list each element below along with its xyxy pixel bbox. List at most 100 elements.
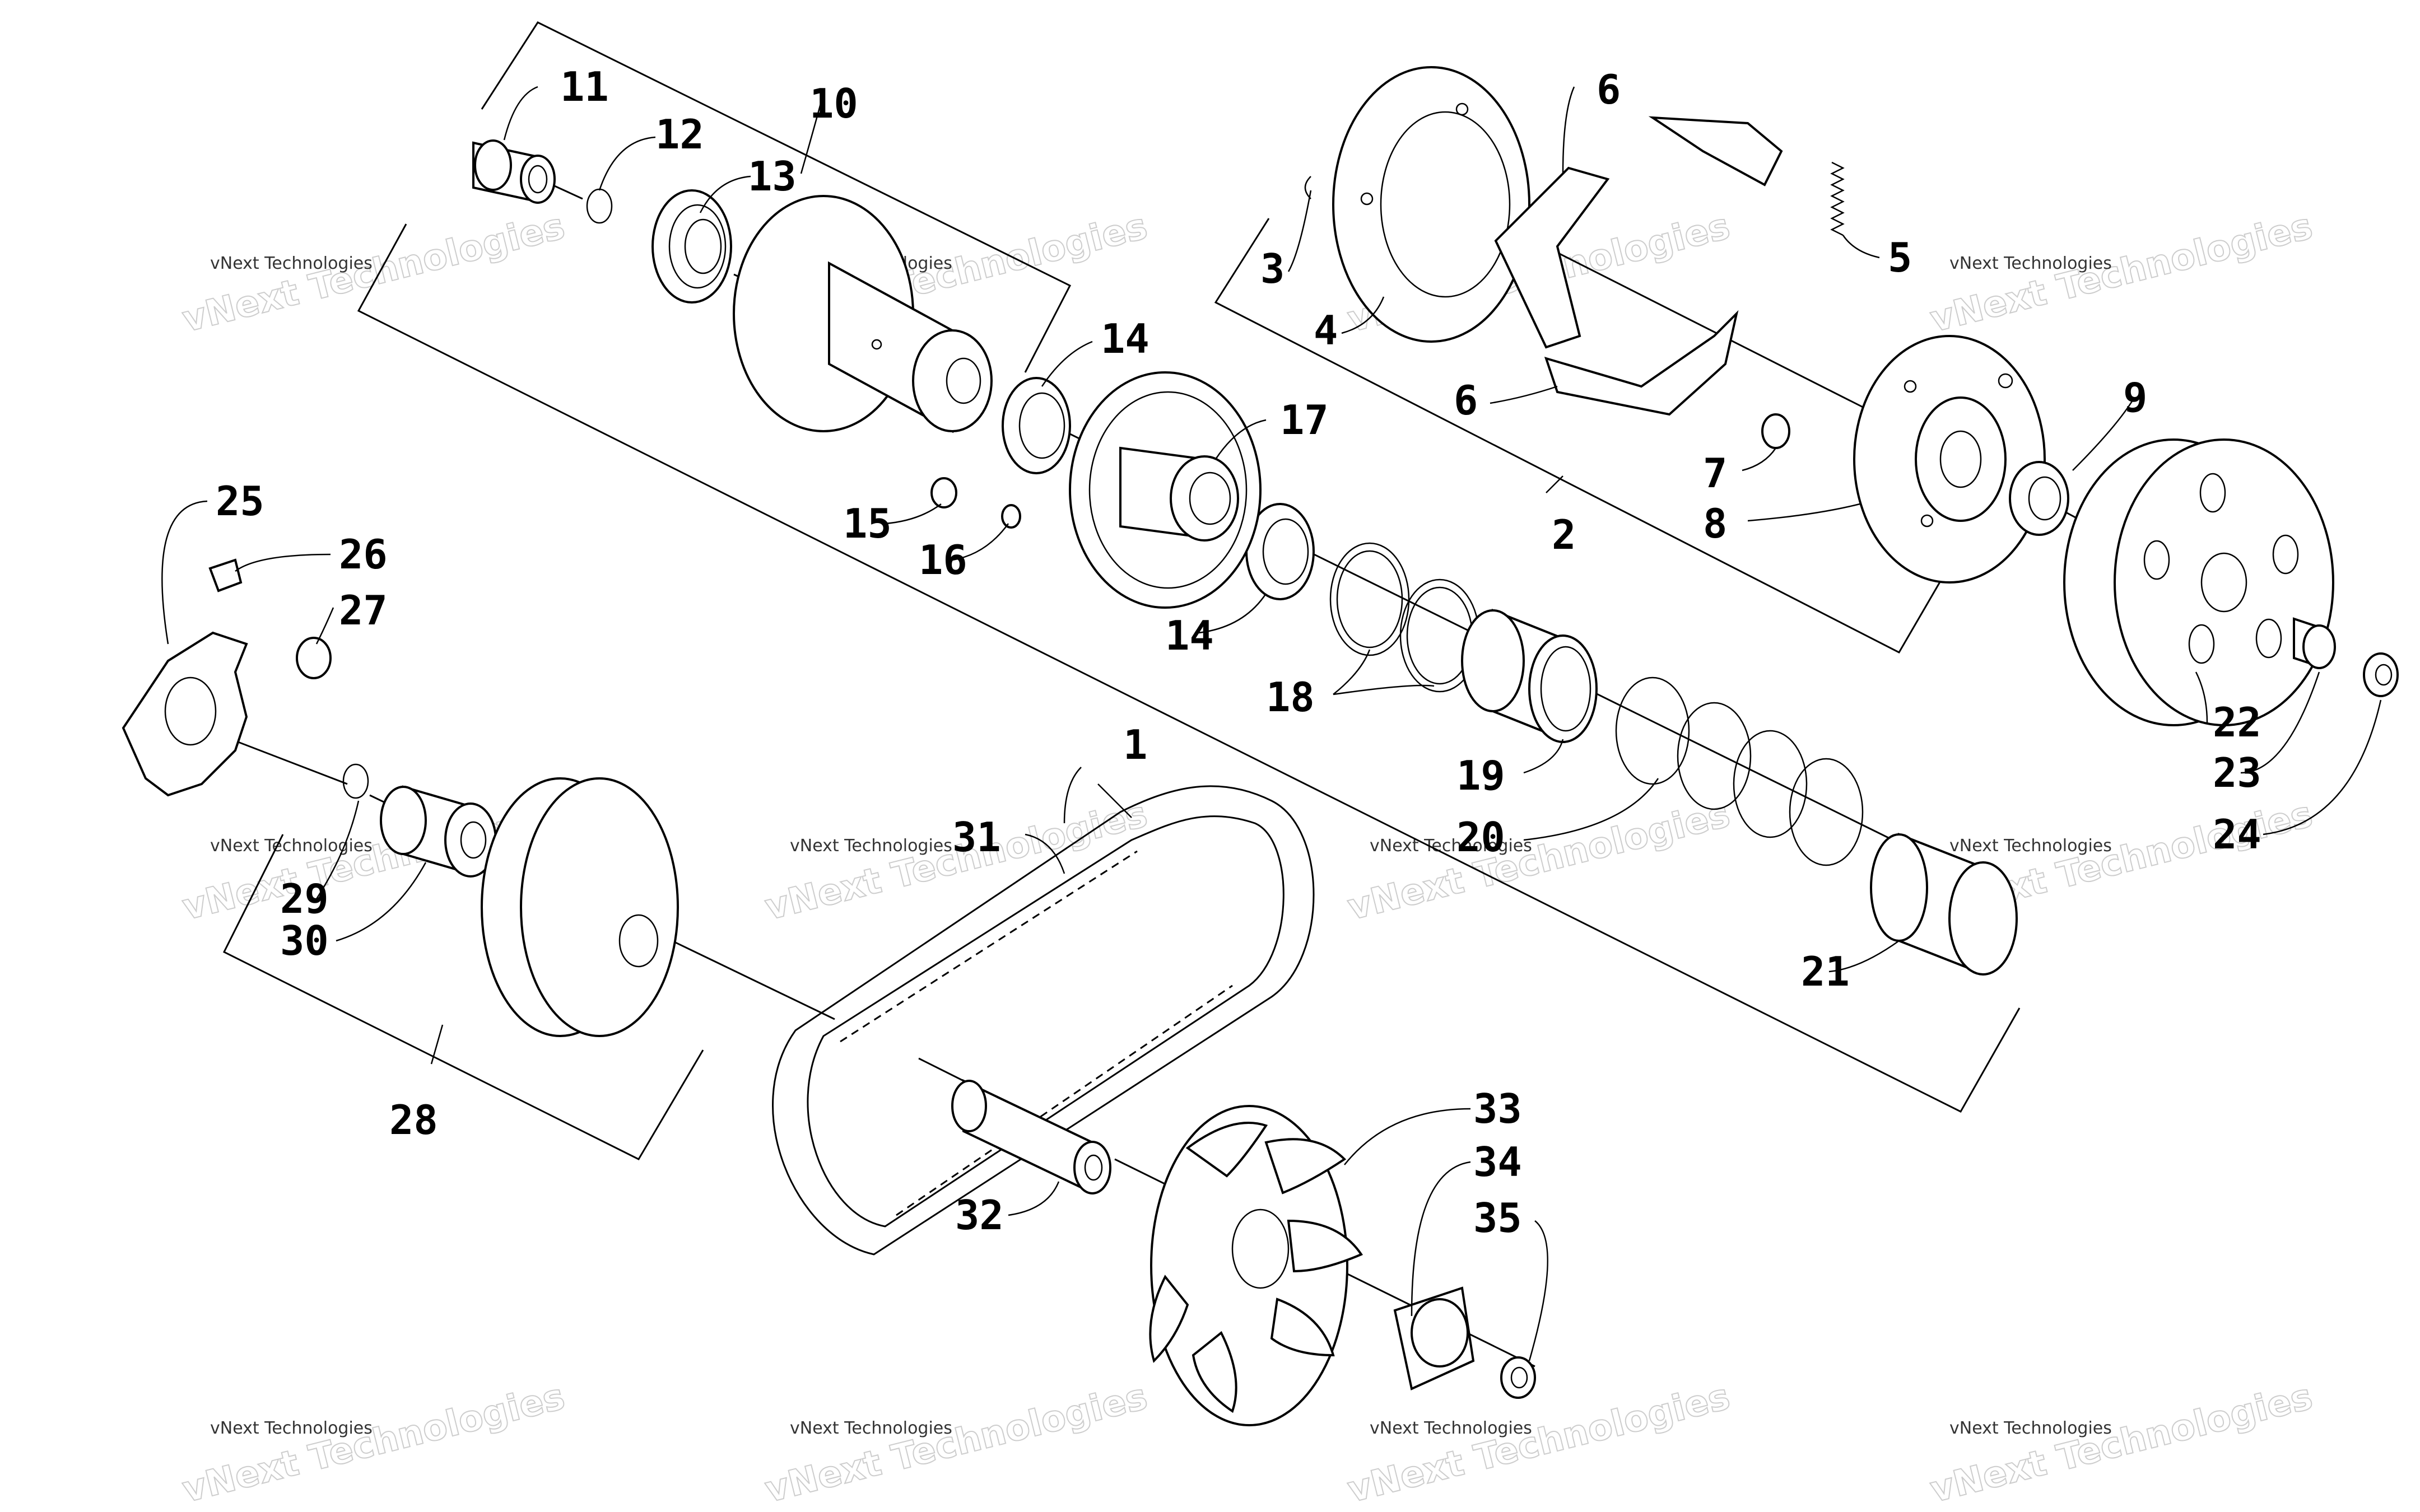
callout-25: 25 [216,478,264,525]
callout-5: 5 [1888,234,1912,281]
part-4-plate [1332,66,1530,343]
callout-16: 16 [919,536,967,584]
part-18-seal-a [1329,542,1410,656]
watermark-logo: vNext Technologies [1344,1376,1734,1511]
callout-12: 12 [655,111,704,158]
watermark-logo: vNext Technologies [761,1376,1152,1511]
callout-17: 17 [1280,396,1329,444]
part-35-nut [1500,1356,1536,1399]
part-12-snap-ring [586,188,613,224]
watermark-logo: vNext Technologies [1344,794,1734,928]
part-24-nut [2363,652,2399,697]
watermark: vNext Technologies vNext Technologies [1926,1375,2317,1511]
bracket-assembly-1 [357,223,2021,1113]
part-17-movable-sheave [1069,371,1262,609]
bracket-assembly-10 [481,21,1072,373]
callout-1: 1 [1123,721,1147,768]
part-13-bearing [651,189,732,304]
callout-22: 22 [2213,699,2261,746]
watermark: vNext Technologies vNext Technologies [1343,793,1735,929]
callout-20: 20 [1456,814,1505,861]
part-31-belt [772,785,1315,1256]
callout-14-upper: 14 [1101,315,1150,362]
callout-6-upper: 6 [1597,66,1621,113]
watermark-logo: vNext Technologies [179,1376,569,1511]
part-30-bushing [380,785,497,878]
part-7-weight [1761,413,1790,449]
callout-8: 8 [1703,500,1727,547]
bracket-assembly-2 [1214,218,1951,654]
part-32-collar [951,1079,1111,1195]
part-20-spring [1615,676,1864,866]
part-33-fan-sheave [1149,1105,1363,1426]
watermark-text: vNext Technologies [1949,1418,2112,1438]
part-6-shoe-lower [1544,310,1739,416]
callout-6-lower: 6 [1454,377,1478,424]
watermark: vNext Technologies vNext Technologies [178,205,570,341]
watermark: vNext Technologies vNext Technologies [1343,1375,1735,1511]
callout-29: 29 [280,875,329,922]
callout-31: 31 [952,814,1001,861]
callout-30: 30 [280,917,329,964]
part-16-nut [1001,504,1021,529]
watermark-text: vNext Technologies [210,254,373,273]
part-5-spring [1830,161,1845,236]
callout-14-lower: 14 [1165,612,1214,659]
part-10-sheave [733,195,993,433]
watermark-text: vNext Technologies [1370,1418,1532,1438]
part-14-bearing-lower [1245,503,1315,600]
callout-18: 18 [1266,674,1315,721]
part-27-slider [296,637,332,679]
part-15-bolt [930,477,957,508]
part-11-bushing [472,139,556,204]
callout-24: 24 [2213,811,2261,858]
callout-11: 11 [560,63,609,110]
callout-32: 32 [955,1192,1004,1239]
watermark-text: vNext Technologies [210,836,373,856]
part-14-bearing-upper [1002,377,1071,474]
watermark: vNext Technologies vNext Technologies [1926,205,2317,341]
callout-labels: 1 2 3 4 5 6 6 7 8 9 10 11 12 13 14 14 15… [216,63,2261,1242]
watermark-text: vNext Technologies [1370,836,1532,856]
watermark-text: vNext Technologies [210,1418,373,1438]
watermark-text: vNext Technologies [1949,254,2112,273]
part-22-clutch-drum [2063,438,2334,726]
callout-23: 23 [2213,749,2261,796]
callout-15: 15 [843,500,892,547]
part-8-drive-plate [1853,335,2046,584]
callout-2: 2 [1552,511,1576,558]
watermark: vNext Technologies vNext Technologies [761,1375,1152,1511]
callout-3: 3 [1260,245,1285,292]
part-34-hub [1393,1286,1475,1390]
callout-35: 35 [1473,1194,1522,1242]
callout-9: 9 [2123,374,2147,421]
part-6-shoe-upper [1494,116,1783,349]
watermark: vNext Technologies vNext Technologies [178,1375,570,1511]
watermark-logo: vNext Technologies [1926,1376,2317,1511]
callout-34: 34 [1473,1138,1522,1186]
part-25-ramp-plate [122,631,248,797]
callout-27: 27 [339,587,388,634]
watermark-text: vNext Technologies [1949,836,2112,856]
part-28-pulley [481,777,679,1037]
part-29-snap-ring [342,763,369,799]
part-9-nut [2009,461,2069,536]
callout-13: 13 [748,153,797,200]
part-19-collar [1461,609,1598,743]
part-23-spacer [2293,617,2336,669]
leader-lines [161,86,2382,1361]
callout-33: 33 [1473,1085,1522,1132]
watermark-text: vNext Technologies [790,836,952,856]
callout-28: 28 [389,1096,438,1144]
watermark-text: vNext Technologies [790,1418,952,1438]
callout-19: 19 [1456,752,1505,799]
bracket-assembly-28 [222,834,704,1160]
part-26-slider [208,558,243,592]
callout-10: 10 [809,80,858,127]
part-21-cup [1870,833,2018,976]
callout-21: 21 [1801,948,1850,995]
callout-26: 26 [339,531,388,578]
callout-4: 4 [1314,307,1338,354]
callout-7: 7 [1703,450,1727,497]
